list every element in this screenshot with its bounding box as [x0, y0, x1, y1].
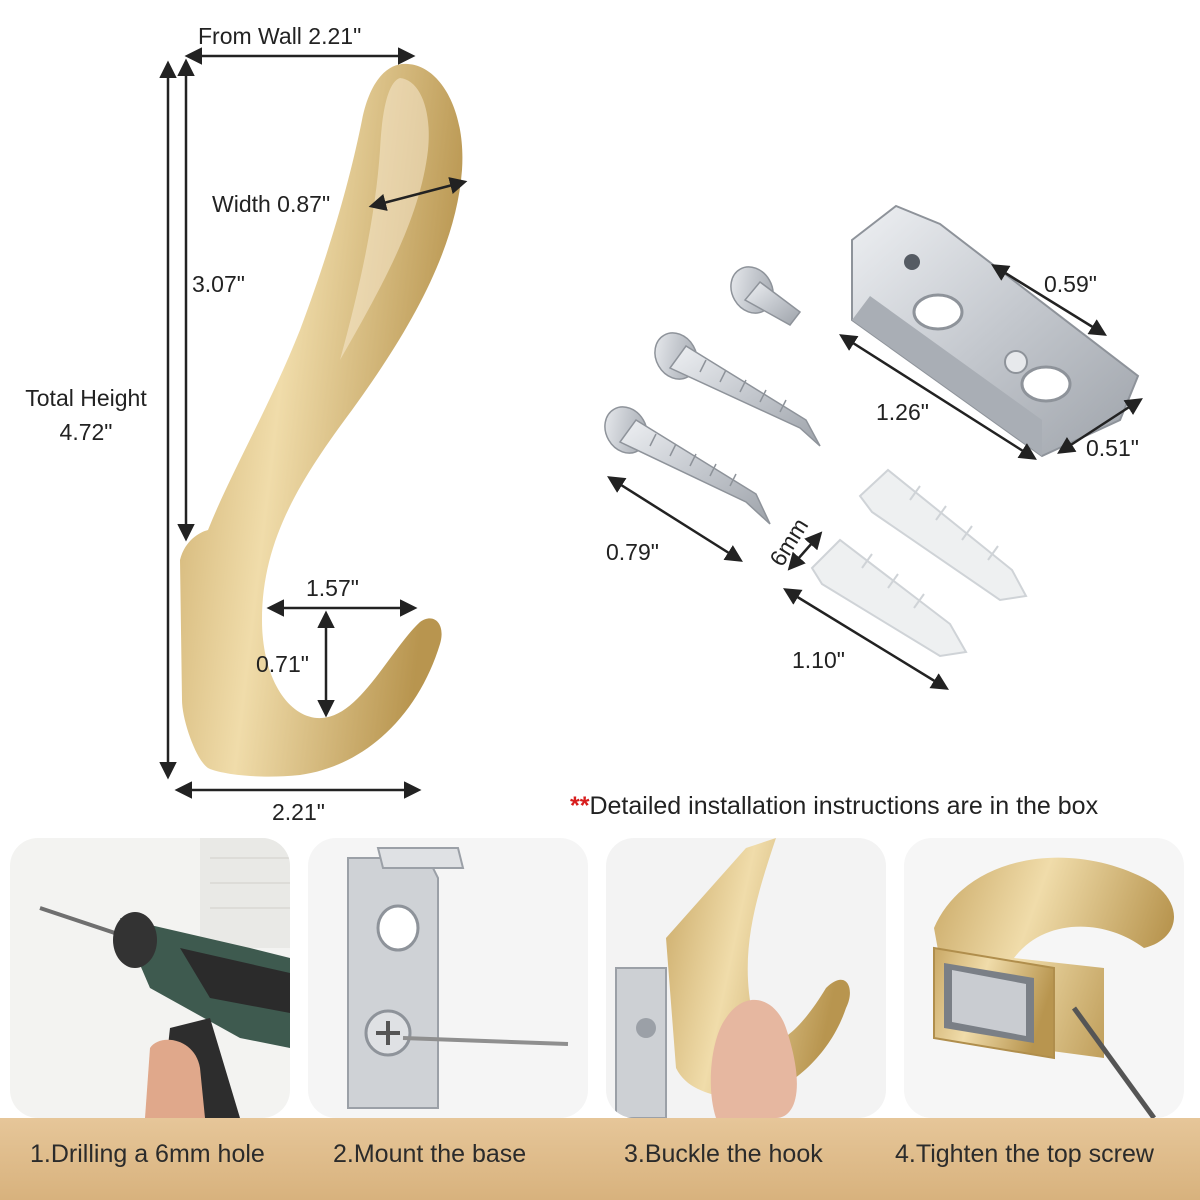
note-marker: **	[570, 792, 590, 820]
width-label: Width 0.87"	[212, 191, 330, 217]
tighten-screw-illustration	[904, 838, 1184, 1118]
bracket-width-label: 0.51"	[1086, 435, 1139, 461]
step-3-label: 3.Buckle the hook	[624, 1140, 823, 1168]
hook-rise-label: 0.71"	[256, 651, 309, 677]
total-height-value: 4.72"	[60, 419, 113, 445]
buckle-hook-illustration	[606, 838, 886, 1118]
hook-depth-label: 1.57"	[306, 575, 359, 601]
wall-anchor-1	[858, 468, 1028, 602]
bracket-length-label: 1.26"	[876, 399, 929, 425]
installation-note: **Detailed installation instructions are…	[570, 792, 1098, 821]
step-1-label: 1.Drilling a 6mm hole	[30, 1140, 265, 1168]
step-2-photo	[308, 838, 588, 1118]
bracket-hole-spacing-label: 0.59"	[1044, 271, 1097, 297]
drill-illustration	[10, 838, 290, 1118]
steps-strip	[0, 1118, 1200, 1200]
step-1-photo	[10, 838, 290, 1118]
long-screw-1	[654, 332, 821, 447]
hook-highlight	[340, 78, 429, 360]
screw-length-label: 0.79"	[606, 539, 659, 565]
anchor-diameter-label: 6mm	[764, 514, 813, 571]
anchor-length-label: 1.10"	[792, 647, 845, 673]
step-4-label: 4.Tighten the top screw	[895, 1140, 1154, 1168]
step-4-photo	[904, 838, 1184, 1118]
mount-base-illustration	[308, 838, 588, 1118]
step-2-label: 2.Mount the base	[333, 1140, 527, 1168]
from-wall-label: From Wall 2.21"	[198, 23, 361, 49]
short-screw	[730, 266, 802, 326]
total-height-title: Total Height	[25, 385, 147, 411]
base-width-label: 2.21"	[272, 799, 325, 825]
upper-height-label: 3.07"	[192, 271, 245, 297]
long-screw-2	[604, 406, 771, 525]
note-text: Detailed installation instructions are i…	[589, 792, 1099, 820]
hardware-dimension-lines	[607, 264, 1143, 690]
step-3-photo	[606, 838, 886, 1118]
gold-hook-illustration	[180, 63, 463, 777]
hook-dimension-lines	[159, 47, 468, 799]
